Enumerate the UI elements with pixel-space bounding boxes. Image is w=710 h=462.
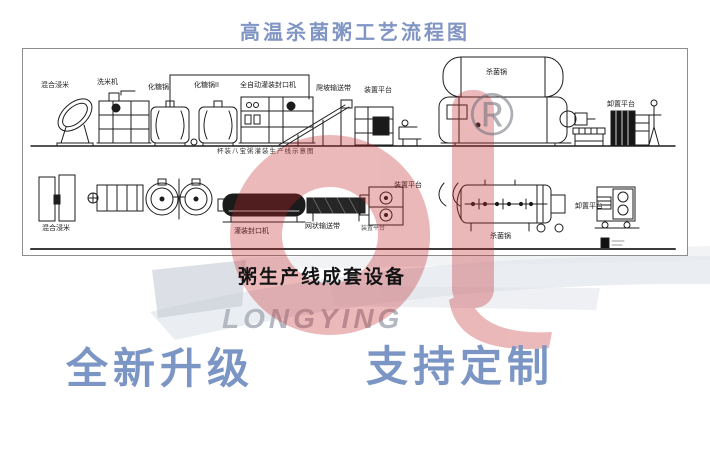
label-rice-washer: 洗米机	[97, 79, 118, 86]
diagram-caption: 杯装八宝粥灌装生产线示意图	[217, 148, 315, 155]
label-unload-plan: 卸置平台	[575, 203, 603, 210]
rice-washer-drawing	[96, 90, 152, 144]
process-flow-diagram: 混合浸米 洗米机 化糖锅I 化糖锅II 全自动灌装封口机 爬坡输送带 装置平台 …	[22, 48, 688, 256]
label-filling-machine: 全自动灌装封口机	[240, 82, 296, 89]
unload-machine-plan-drawing	[594, 186, 640, 229]
label-sugar-kettle-1: 化糖锅I	[148, 84, 171, 91]
sterilizer-plan-drawing	[456, 179, 566, 233]
label-platform-plan-small: 装置平台	[361, 226, 386, 232]
product-subtitle: 粥生产线成套设备	[238, 267, 407, 288]
label-platform-plan: 装置平台	[394, 182, 422, 189]
washer-plan-drawing	[87, 184, 144, 212]
label-unload-platform: 卸置平台	[607, 101, 635, 108]
kettles-plan-drawing	[145, 178, 213, 220]
filling-sealing-machine-drawing	[238, 96, 316, 144]
sugar-kettle-1-drawing	[150, 100, 190, 147]
mixer-soaker-drawing	[56, 98, 94, 147]
worker-figure-drawing	[646, 99, 662, 146]
sugar-kettle-2-drawing	[190, 100, 238, 147]
label-sterilizer-plan: 杀菌锅	[490, 233, 511, 240]
platform-structure-drawing	[354, 106, 394, 146]
side-table-drawing	[572, 127, 606, 147]
autoclave-drawing	[438, 56, 596, 147]
feed-elbows-drawing	[438, 182, 461, 207]
loading-platform-machine-drawing	[359, 186, 404, 226]
incline-conveyor-drawing	[278, 99, 353, 148]
label-sugar-kettle-2: 化糖锅II	[194, 82, 219, 89]
trolley-drawing	[398, 119, 422, 147]
page-title: 高温杀菌粥工艺流程图	[240, 22, 470, 44]
label-filler-plan: 灌装封口机	[234, 228, 269, 235]
label-platform: 装置平台	[364, 87, 392, 94]
mesh-conveyor-drawing	[306, 197, 366, 222]
label-soak-tanks-plan: 混合浸米	[42, 225, 70, 232]
soak-tanks-plan-drawing	[38, 174, 76, 222]
overhead-pipe-drawing	[169, 74, 310, 108]
promo-text-upgrade: 全新升级	[66, 345, 255, 392]
label-autoclave: 杀菌锅	[486, 69, 507, 76]
filler-plan-drawing	[217, 193, 306, 223]
label-incline-conveyor: 爬坡输送带	[316, 85, 351, 92]
brand-watermark-text: LONGYING	[222, 303, 404, 334]
promo-text-customize: 支持定制	[366, 343, 555, 390]
corner-logo-mark	[600, 237, 625, 250]
label-mixer-soaker: 混合浸米	[41, 82, 69, 89]
label-mesh-conveyor: 网状输送带	[305, 223, 340, 230]
unloading-platform-drawing	[610, 110, 650, 146]
